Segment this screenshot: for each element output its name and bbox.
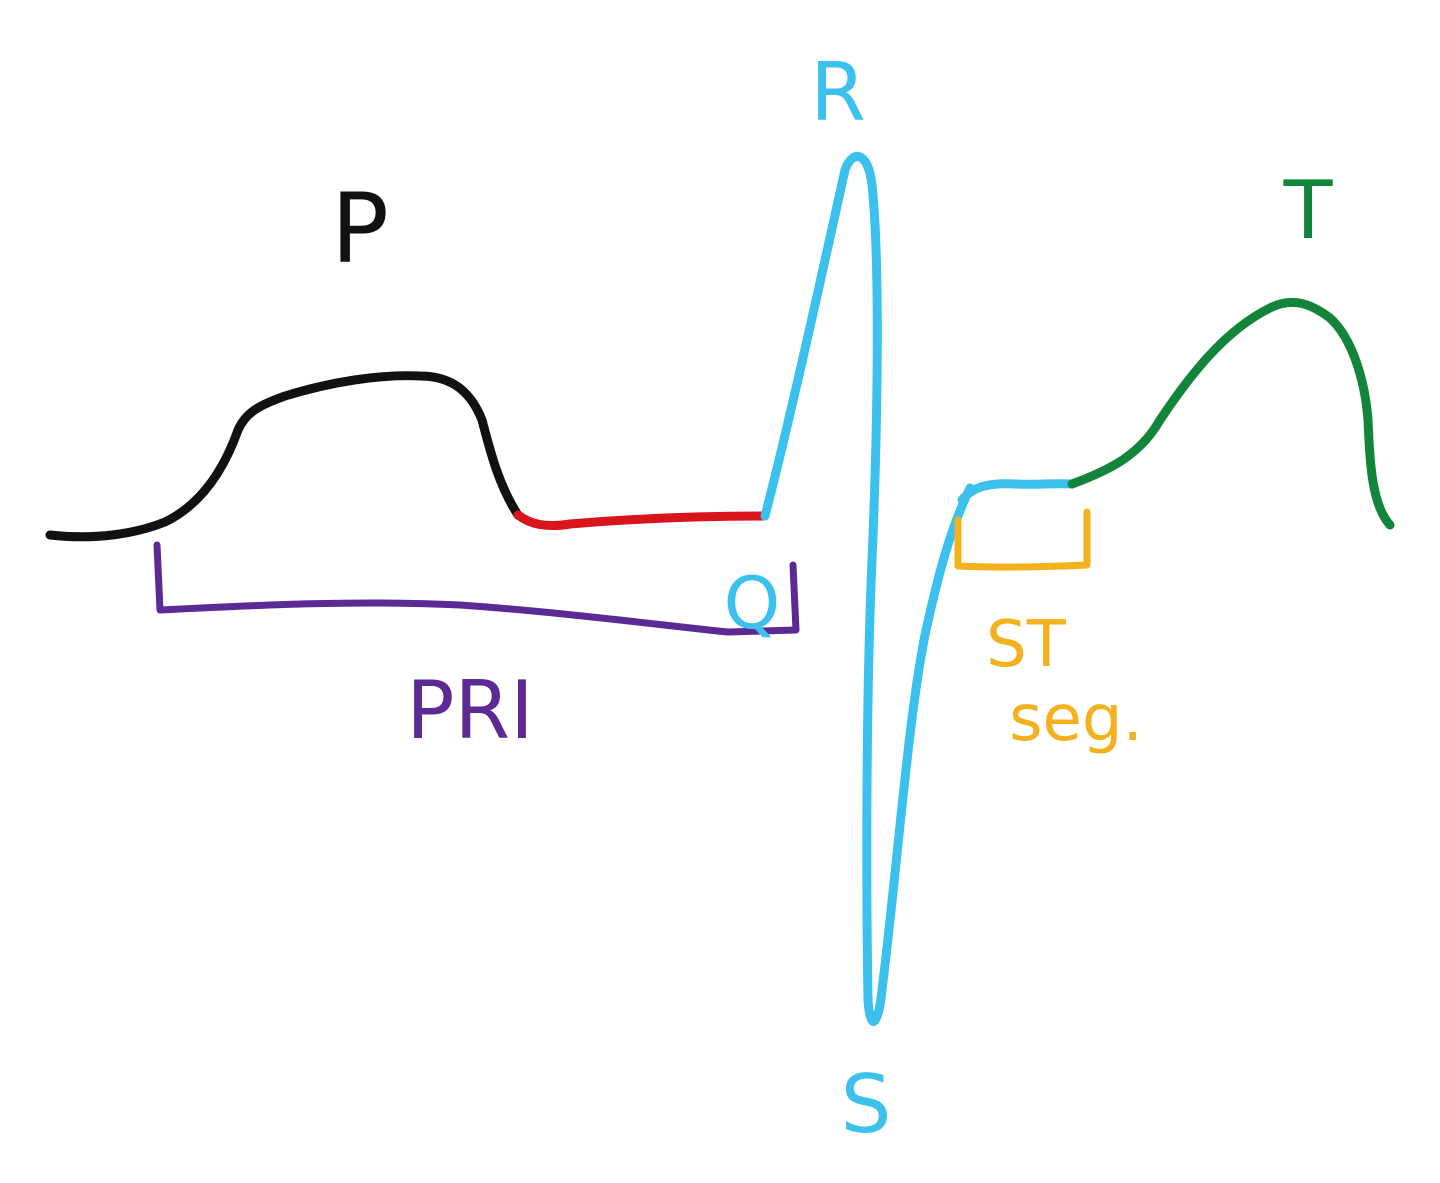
st-bracket [954,508,1091,571]
st-label-line1: ST [986,608,1067,682]
pri-bracket [153,541,800,636]
st-segment [957,479,1077,505]
r-peak-label: R [810,46,866,139]
p-wave [45,371,523,542]
t-wave-label: T [1283,164,1334,257]
s-point-label: S [841,1058,892,1151]
st-label-line2: seg. [1009,682,1143,756]
pr-segment [513,510,770,531]
t-wave [1067,297,1395,530]
pri-label: PRI [406,664,533,757]
p-wave-label: P [331,173,389,285]
q-point-label: Q [724,561,781,645]
qrs-complex [760,152,975,1026]
